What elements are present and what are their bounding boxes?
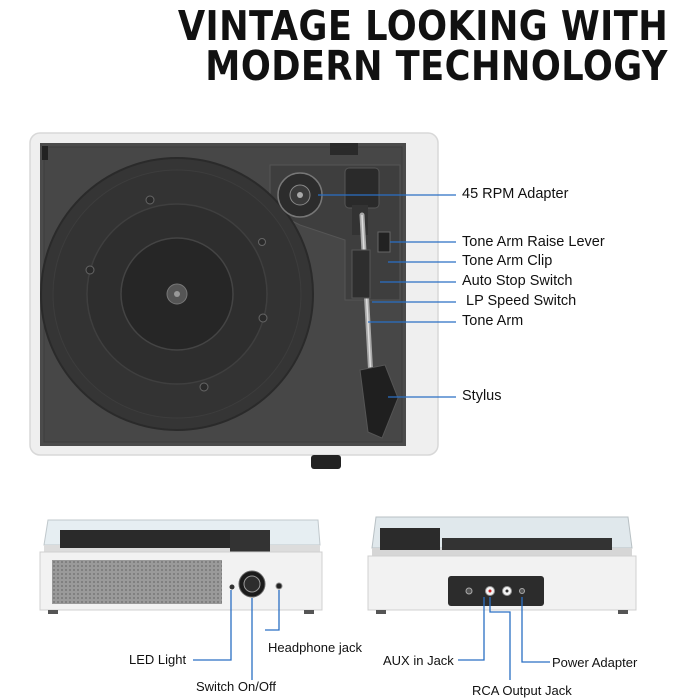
callout-aux-in-jack: AUX in Jack: [383, 653, 454, 668]
hinge-left: [42, 146, 48, 160]
aux-in-jack: [465, 587, 473, 595]
turntable-back-view: [367, 516, 637, 614]
top-callout-lines: [318, 194, 456, 398]
turntable-top-view: [29, 132, 439, 469]
rear-io-panel: [448, 576, 544, 606]
callout-headphone-jack: Headphone jack: [268, 640, 362, 655]
headline-line-2: MODERN TECHNOLOGY: [205, 42, 668, 90]
callout-tone-arm-raise-lever: Tone Arm Raise Lever: [462, 234, 605, 250]
back-callout-lines: [458, 597, 550, 680]
headphone-jack: [275, 582, 283, 590]
tone-arm-raise-lever: [377, 231, 391, 253]
headline-line-1: VINTAGE LOOKING WITH: [177, 2, 668, 50]
led-light: [229, 584, 235, 590]
stylus-headshell: [359, 364, 399, 439]
power-adapter-jack: [519, 588, 525, 594]
callout-lp-speed-switch: LP Speed Switch: [466, 293, 577, 309]
callout-stylus: Stylus: [462, 388, 502, 404]
callout-rca-output-jack: RCA Output Jack: [472, 683, 572, 698]
front-callout-lines: [193, 590, 280, 680]
callout-tone-arm: Tone Arm: [462, 313, 524, 329]
callout-power-adapter: Power Adapter: [552, 655, 638, 670]
callout-45-rpm-adapter: 45 RPM Adapter: [462, 186, 569, 202]
callout-led-light: LED Light: [129, 652, 187, 667]
tone-arm-counterweight: [344, 167, 380, 209]
turntable-front-view: [39, 519, 323, 614]
hinge-right: [330, 143, 358, 155]
volume-knob: [311, 455, 341, 469]
callout-auto-stop-switch: Auto Stop Switch: [462, 273, 573, 289]
callout-tone-arm-clip: Tone Arm Clip: [462, 253, 553, 269]
callout-switch-on-off: Switch On/Off: [196, 679, 276, 694]
